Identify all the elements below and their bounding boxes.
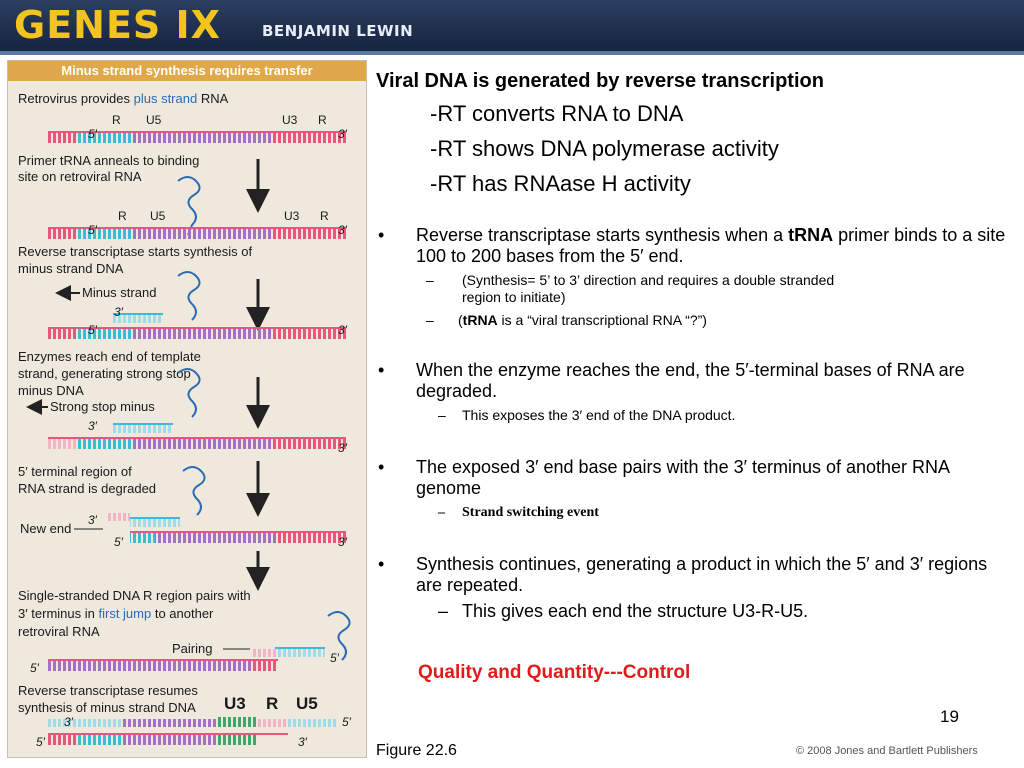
five-prime-6: 5′ [30,661,39,675]
three-prime-1: 3′ [338,127,347,141]
pairing-label: Pairing [172,641,213,656]
three-prime-7: 3′ [298,735,307,749]
point-2: -RT shows DNA polymerase activity [430,136,779,161]
page-number: 19 [940,707,959,726]
lbl-u5-2: U5 [150,209,166,223]
bullet-marker-2: • [378,360,385,380]
lbl-u5-1: U5 [146,113,162,127]
three-prime-5: 3′ [338,535,347,549]
minus-strand-label: Minus strand [82,285,157,300]
bullet-4-text: Synthesis continues, generating a produc… [416,554,988,595]
lbl-u3-1: U3 [282,113,298,127]
step4-line2: strand, generating strong stop [18,366,191,381]
step7-line1: Reverse transcriptase resumes [18,683,198,698]
final-u5-label: U5 [296,694,318,713]
step6-line2: 3′ terminus in first jump to another [18,606,214,621]
five-prime-7: 5′ [36,735,45,749]
five-prime-1: 5′ [88,127,97,141]
five-prime-3: 5′ [88,323,97,337]
sub-dash-4: – [438,601,449,621]
step6-line3: retroviral RNA [18,624,100,639]
step2-line2: site on retroviral RNA [18,169,142,184]
three-prime-4: 3′ [338,441,347,455]
step2-line1: Primer tRNA anneals to binding [18,153,200,168]
three-prime-4a: 3′ [88,419,97,433]
step4-line3: minus DNA [18,383,84,398]
bullet-2-text: When the enzyme reaches the end, the 5′-… [416,360,965,401]
step6-line1: Single-stranded DNA R region pairs with [18,588,251,603]
minus-strand-synthesis [48,313,346,339]
sub-dash-1b: – [426,312,434,328]
point-1: -RT converts RNA to DNA [430,101,684,126]
slide-heading: Viral DNA is generated by reverse transc… [376,70,824,92]
sub-dash-3: – [438,505,445,520]
five-prime-7b: 5′ [342,715,351,729]
strong-stop-label: Strong stop minus [50,399,155,414]
lbl-r-2b: R [320,209,329,223]
first-jump-pairing [48,647,325,671]
bullet-marker-1: • [378,225,385,245]
five-prime-5: 5′ [114,535,123,549]
degraded-strand [108,513,346,543]
three-prime-5a: 3′ [88,513,97,527]
three-prime-7a: 3′ [64,715,73,729]
step4-line1: Enzymes reach end of template [18,349,201,364]
lbl-u3-2: U3 [284,209,300,223]
step3-line1: Reverse transcriptase starts synthesis o… [18,244,253,259]
final-r-label: R [266,694,279,713]
sub-4-text: This gives each end the structure U3-R-U… [462,601,809,621]
bullet-marker-3: • [378,457,385,477]
step5-line1: 5′ terminal region of [18,464,132,479]
figure-title: Minus strand synthesis requires transfer [8,61,366,81]
step5-line2: RNA strand is degraded [18,481,157,496]
strand-diagram [26,131,351,745]
title-bar: GENES IX BENJAMIN LEWIN [0,0,1024,55]
header-rule [0,51,1024,55]
book-logo: GENES IX [14,3,221,47]
sub-2-text: This exposes the 3′ end of the DNA produ… [462,407,736,423]
strong-stop-strand [48,423,346,449]
final-u3-label: U3 [224,694,246,713]
primer-annealed-strand [48,227,346,239]
sub-1a-text: (Synthesis= 5’ to 3’ direction and requi… [462,272,835,305]
three-prime-3a: 3′ [114,305,123,319]
lbl-r-1: R [112,113,121,127]
step1-label: Retrovirus provides plus strand RNA [18,91,229,106]
lbl-r-1b: R [318,113,327,127]
sub-3-text: Strand switching event [462,505,599,520]
five-prime-2: 5′ [88,223,97,237]
bullet-3-text: The exposed 3′ end base pairs with the 3… [416,457,950,498]
bullet-1-text: Reverse transcriptase starts synthesis w… [416,225,1006,266]
step3-line2: minus strand DNA [18,261,124,276]
five-prime-6b: 5′ [330,651,339,665]
point-3: -RT has RNAase H activity [430,171,691,196]
sub-1b-text: (tRNA is a “viral transcriptional RNA “?… [458,312,707,328]
lbl-r-2: R [118,209,127,223]
figure-panel: Minus strand synthesis requires transfer… [7,60,367,758]
quality-control-note: Quality and Quantity---Control [418,662,691,683]
plus-strand-rna [48,131,346,143]
new-end-label: New end [20,521,72,536]
resumed-synthesis-strand [48,717,338,745]
author-name: BENJAMIN LEWIN [262,22,414,40]
figure-caption: Figure 22.6 [376,742,457,759]
sub-dash-2: – [438,407,446,423]
three-prime-3: 3′ [338,323,347,337]
bullet-marker-4: • [378,554,385,574]
three-prime-2: 3′ [338,223,347,237]
step7-line2: synthesis of minus strand DNA [18,700,196,715]
sub-dash-1a: – [426,272,434,288]
copyright-notice: © 2008 Jones and Bartlett Publishers [796,745,978,757]
